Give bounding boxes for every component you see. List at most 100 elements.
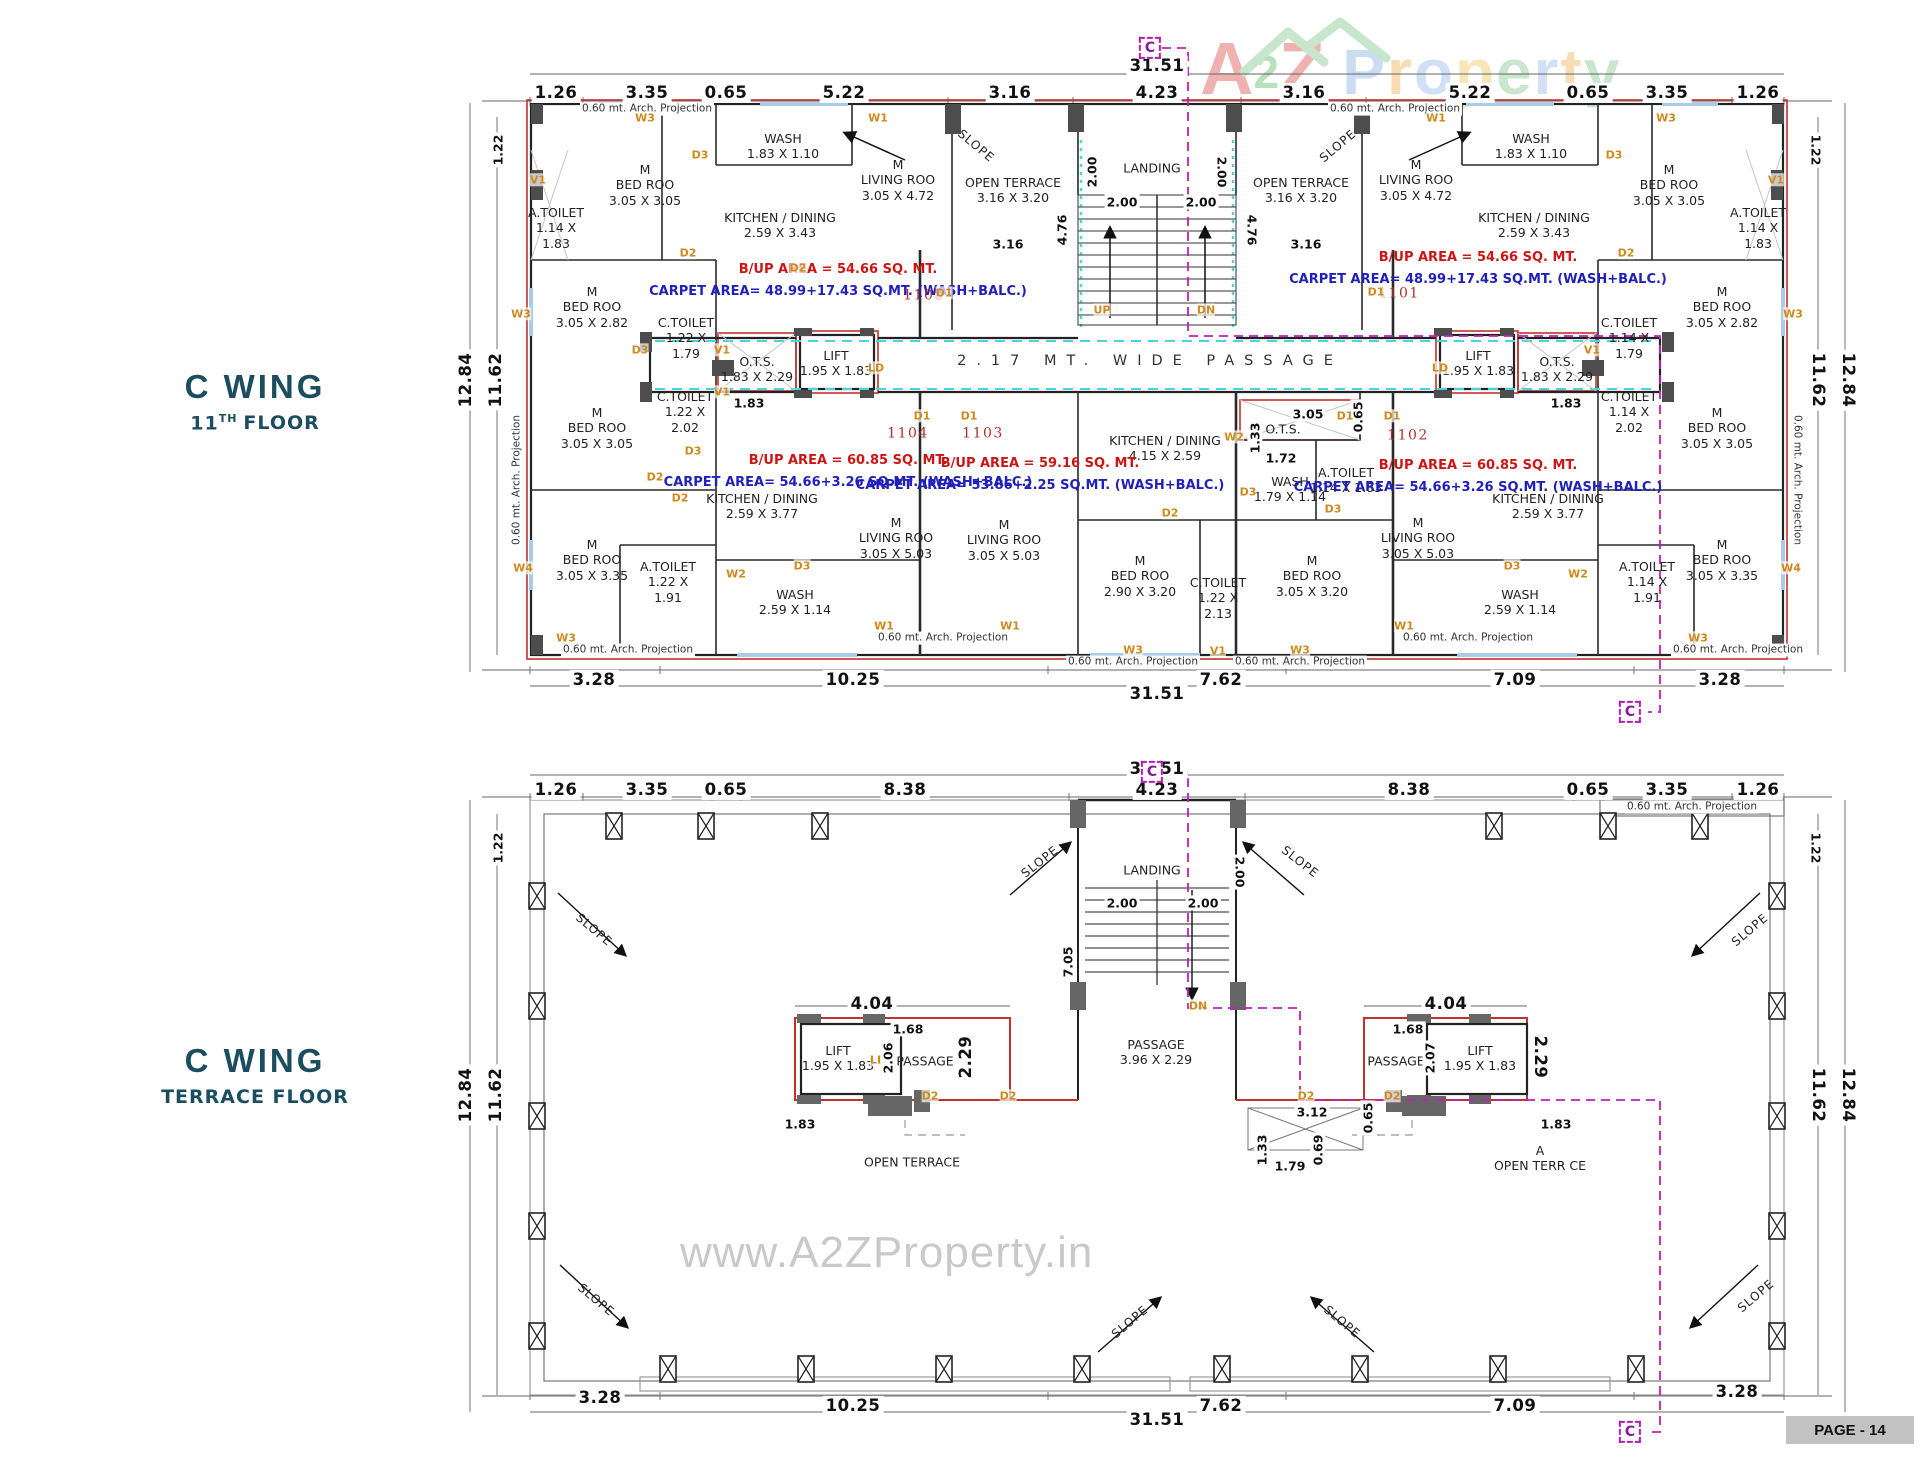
- room-label: C.TOILET 1.22 X 1.79: [657, 315, 715, 361]
- room-label: PASSAGE: [896, 1053, 954, 1069]
- flat-number: 1102: [1387, 427, 1429, 444]
- dimension-label: 2.29: [955, 1032, 977, 1082]
- wall-opening-tag: D1: [1367, 285, 1385, 299]
- room-label: LIFT 1.95 X 1.83: [1441, 347, 1515, 378]
- dimension-label: 4.76: [1054, 212, 1070, 248]
- room-label: M BED ROO 3.05 X 3.35: [1685, 537, 1759, 583]
- room-label: M BED ROO 3.05 X 3.05: [608, 162, 682, 208]
- section-marker-c: C: [1140, 760, 1164, 784]
- wall-opening-tag: W3: [556, 631, 576, 645]
- room-label: O.T.S.: [1265, 421, 1301, 437]
- dimension-label: 3.35: [1642, 82, 1692, 104]
- flat-number: 1105: [903, 287, 945, 304]
- dimension-label: 12.84: [455, 1064, 477, 1126]
- dimension-label: 12.84: [1837, 349, 1859, 411]
- projection-note: 0.60 mt. Arch. Projection: [875, 631, 1011, 645]
- projection-note: 0.60 mt. Arch. Projection: [1790, 412, 1804, 548]
- dimension-label: 1.72: [1263, 450, 1299, 466]
- watermark: www.A2ZProperty.in: [680, 1228, 1094, 1277]
- dimension-label: 1.79: [1272, 1158, 1308, 1174]
- room-label: M LIVING ROO 3.05 X 5.03: [1380, 515, 1456, 561]
- section-marker-c: C: [1618, 700, 1642, 724]
- room-label: WASH 1.83 X 1.10: [1494, 130, 1568, 161]
- logo-letter: r: [1386, 36, 1414, 108]
- dimension-label: 1.68: [1390, 1021, 1426, 1037]
- wall-opening-tag: DN: [1188, 999, 1208, 1013]
- dimension-label: 1.26: [531, 82, 581, 104]
- dimension-label: 1.26: [1733, 82, 1783, 104]
- carpet-area-text: CARPET AREA= 48.99+17.43 SQ.MT. (WASH+BA…: [649, 284, 1027, 300]
- wall-opening-tag: D3: [793, 559, 811, 573]
- room-label: M BED ROO 3.05 X 3.20: [1275, 553, 1349, 599]
- room-label: KITCHEN / DINING 2.59 X 3.77: [706, 490, 818, 521]
- dimension-label: 2.06: [880, 1040, 896, 1076]
- wall-opening-tag: DN: [1196, 303, 1216, 317]
- dimension-label: 0.65: [701, 779, 751, 801]
- wall-opening-tag: V1: [713, 343, 731, 357]
- dimension-label: 1.83: [1538, 1116, 1574, 1132]
- room-label: O.T.S. 1.83 X 2.29: [1520, 353, 1594, 384]
- dimension-label: 3.35: [622, 82, 672, 104]
- dimension-label: 12.84: [1837, 1064, 1859, 1126]
- logo-letter-a: A: [1200, 27, 1254, 110]
- dimension-label: 12.84: [455, 349, 477, 411]
- slope-label: SLOPE: [1018, 842, 1062, 881]
- room-label: M BED ROO 3.05 X 2.82: [555, 284, 629, 330]
- room-label: OPEN TERRACE 3.16 X 3.20: [965, 174, 1061, 205]
- dimension-label: 0.65: [1563, 779, 1613, 801]
- builtup-area-text: B/UP AREA = 54.66 SQ. MT.: [1378, 250, 1578, 266]
- carpet-area-text: CARPET AREA= 54.66+3.26 SQ.MT. (WASH+BAL…: [663, 475, 1033, 491]
- wall-opening-tag: W1: [874, 619, 894, 633]
- dimension-label: 1.26: [531, 779, 581, 801]
- dimension-label: 2.00: [1232, 854, 1248, 890]
- dimension-label: 11.62: [1807, 349, 1829, 411]
- wall-opening-tag: D2: [789, 261, 807, 275]
- wall-opening-tag: D2: [1297, 1089, 1315, 1103]
- room-label: M BED ROO 3.05 X 3.05: [1632, 162, 1706, 208]
- floor-number: 11: [190, 412, 219, 435]
- dimension-label: 10.25: [822, 1395, 884, 1417]
- room-label: KITCHEN / DINING 4.15 X 2.59: [1109, 432, 1221, 463]
- dimension-label: 1.26: [1733, 779, 1783, 801]
- wall-opening-tag: D3: [684, 444, 702, 458]
- page-number-badge: PAGE - 14: [1786, 1416, 1914, 1444]
- room-label: WASH 1.79 X 1.14: [1253, 473, 1327, 504]
- dimension-label: 3.16: [985, 82, 1035, 104]
- room-label: A.TOILET 1.14 X 1.83: [528, 205, 584, 251]
- wall-opening-tag: W2: [1224, 430, 1244, 444]
- room-label: M LIVING ROO 3.05 X 4.72: [1378, 157, 1454, 203]
- wall-opening-tag: D3: [1324, 502, 1342, 516]
- wall-opening-tag: W1: [1426, 111, 1446, 125]
- dimension-label: 3.16: [1288, 236, 1324, 252]
- dimension-label: 0.65: [1360, 1100, 1376, 1136]
- room-label: KITCHEN / DINING 2.59 X 3.43: [724, 209, 836, 240]
- dimension-label: 3.28: [569, 669, 619, 691]
- flat-number: 1101: [1378, 285, 1420, 302]
- slope-label: SLOPE: [1728, 910, 1771, 949]
- logo-letter-2: 2: [1253, 46, 1280, 98]
- room-label: M BED ROO 3.05 X 3.05: [560, 405, 634, 451]
- builtup-area-text: B/UP AREA = 59.16 SQ. MT.: [940, 456, 1140, 472]
- carpet-area-text: CARPET AREA= 53.86+2.25 SQ.MT. (WASH+BAL…: [855, 478, 1225, 494]
- dimension-label: 11.62: [1807, 1064, 1829, 1126]
- projection-note: 0.60 mt. Arch. Projection: [579, 102, 715, 116]
- wall-opening-tag: W3: [1656, 111, 1676, 125]
- room-label: OPEN TERRACE 3.16 X 3.20: [1253, 174, 1349, 205]
- wall-opening-tag: W1: [868, 111, 888, 125]
- dimension-label: 4.04: [1421, 993, 1471, 1015]
- wall-opening-tag: W3: [1688, 631, 1708, 645]
- room-label: PASSAGE 3.96 X 2.29: [1119, 1036, 1193, 1067]
- room-label: C.TOILET 1.14 X 2.02: [1600, 389, 1658, 435]
- dimension-label: 7.62: [1196, 1395, 1246, 1417]
- dimension-label: 2.00: [1183, 194, 1219, 210]
- dimension-label: 4.23: [1132, 779, 1182, 801]
- wall-opening-tag: V1: [1767, 173, 1785, 187]
- wall-opening-tag: D3: [691, 148, 709, 162]
- room-label: LIFT 1.95 X 1.83: [799, 347, 873, 378]
- dimension-label: 2.00: [1104, 895, 1140, 911]
- room-label: M BED ROO 3.05 X 3.05: [1680, 405, 1754, 451]
- logo-letter: e: [1496, 36, 1534, 108]
- dimension-label: 0.65: [1563, 82, 1613, 104]
- dimension-label: 1.22: [1808, 830, 1824, 866]
- wall-opening-tag: D2: [1161, 506, 1179, 520]
